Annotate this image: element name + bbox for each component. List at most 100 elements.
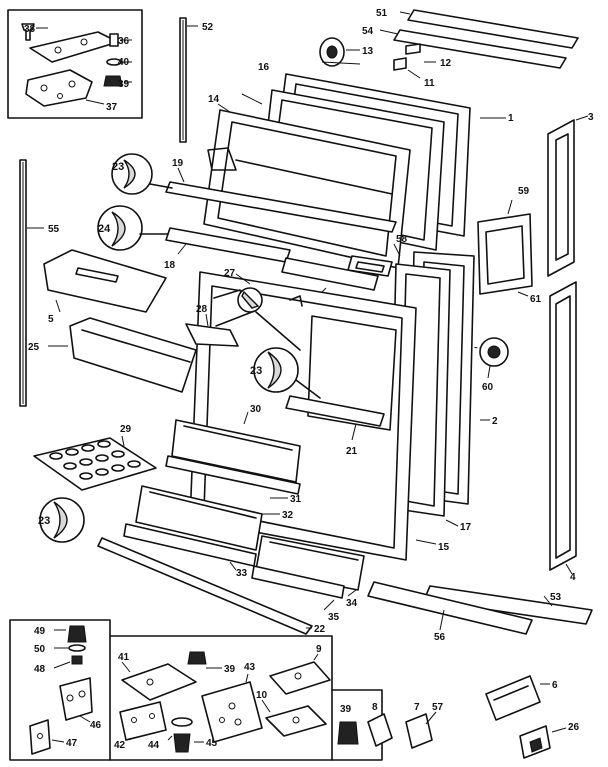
label-42: 42: [114, 740, 126, 751]
label-50: 50: [34, 644, 46, 655]
label-23-a: 23: [112, 161, 124, 173]
label-46: 46: [90, 720, 102, 731]
label-29: 29: [120, 424, 132, 435]
shelf-bar-21: [285, 395, 385, 427]
label-21: 21: [346, 446, 358, 457]
cover-6: [485, 675, 541, 721]
label-44: 44: [148, 740, 160, 751]
shelf-bar-20: [281, 257, 379, 291]
shelf-rail-19: [165, 181, 397, 233]
top-hinge-inset: [7, 9, 143, 119]
hinge-43: [201, 681, 263, 743]
label-32: 32: [282, 510, 294, 521]
top-trim-51: [407, 9, 579, 49]
bushing-49: [67, 625, 87, 643]
clip-12: [405, 43, 421, 55]
label-12: 12: [440, 58, 452, 69]
label-33: 33: [236, 568, 248, 579]
label-17: 17: [460, 522, 472, 533]
label-55: 55: [48, 224, 60, 235]
bin-rail-31: [165, 455, 301, 495]
inset-frame-top-left: [7, 9, 143, 119]
label-45: 45: [206, 738, 218, 749]
washer-50: [68, 644, 86, 652]
label-19: 19: [172, 158, 184, 169]
label-39-top: 39: [118, 79, 130, 90]
pin-45: [173, 733, 191, 753]
bottom-hinge-inset: [9, 619, 383, 761]
label-34: 34: [346, 598, 358, 609]
plate-41: [121, 663, 197, 701]
label-3: 3: [588, 112, 594, 123]
bushing-39-box: [337, 721, 359, 745]
label-30: 30: [250, 404, 262, 415]
ice-bin-58: [347, 255, 393, 277]
plate-42: [119, 701, 167, 741]
door-bin-32: [135, 485, 263, 551]
label-36: 36: [118, 36, 130, 47]
label-5: 5: [48, 314, 54, 325]
bin-rail-35: [251, 565, 345, 599]
label-1: 1: [508, 113, 514, 124]
screw-38: [21, 23, 35, 41]
clip-11: [393, 57, 407, 71]
label-9: 9: [316, 644, 322, 655]
shim-8: [367, 713, 393, 747]
label-53: 53: [550, 592, 562, 603]
bottom-trim-56: [367, 581, 533, 635]
label-54: 54: [362, 26, 374, 37]
label-14: 14: [208, 94, 220, 105]
label-39-bottom: 39: [224, 664, 236, 675]
label-56: 56: [434, 632, 446, 643]
label-43: 43: [244, 662, 256, 673]
egg-cups: [49, 440, 141, 480]
hinge-46: [59, 677, 93, 721]
door-handle-4: [549, 281, 577, 571]
washer-40: [106, 58, 122, 66]
egg-tray-29: [33, 437, 157, 491]
label-15: 15: [438, 542, 450, 553]
hinge-pin: [109, 33, 119, 47]
label-16: 16: [258, 62, 270, 73]
washer-44: [171, 717, 193, 727]
label-23-b: 23: [250, 365, 262, 377]
door-bin-30: [171, 419, 301, 483]
door-handle-3: [547, 119, 575, 277]
label-22: 22: [314, 624, 326, 635]
label-24: 24: [98, 223, 111, 235]
label-39-box: 39: [340, 704, 352, 715]
bushing-39-bottom: [187, 651, 207, 665]
label-31: 31: [290, 494, 302, 505]
label-23-c: 23: [38, 515, 50, 527]
shelf-28: [185, 323, 239, 347]
label-38: 38: [24, 24, 36, 35]
bushing-39: [103, 75, 123, 87]
label-25: 25: [28, 342, 40, 353]
label-40: 40: [118, 57, 130, 68]
label-11: 11: [424, 78, 435, 89]
label-7: 7: [414, 702, 420, 713]
dairy-bin-25: [69, 317, 197, 393]
label-61: 61: [530, 294, 542, 305]
nut-48: [71, 655, 83, 665]
label-58: 58: [396, 234, 408, 245]
label-47: 47: [66, 738, 78, 749]
label-26: 26: [568, 722, 580, 733]
label-48: 48: [34, 664, 46, 675]
top-trim-54: [393, 29, 567, 69]
shim-7: [405, 713, 433, 749]
label-13: 13: [362, 46, 374, 57]
label-51: 51: [376, 8, 388, 19]
plate-10: [265, 705, 327, 737]
label-59: 59: [518, 186, 530, 197]
bracket-59: [477, 213, 533, 295]
label-60: 60: [482, 382, 494, 393]
label-35: 35: [328, 612, 340, 623]
label-27: 27: [224, 268, 236, 279]
label-37: 37: [106, 102, 118, 113]
trim-strip-22: [97, 537, 313, 635]
hinge-plate-36: [29, 31, 119, 63]
label-6: 6: [552, 680, 558, 691]
